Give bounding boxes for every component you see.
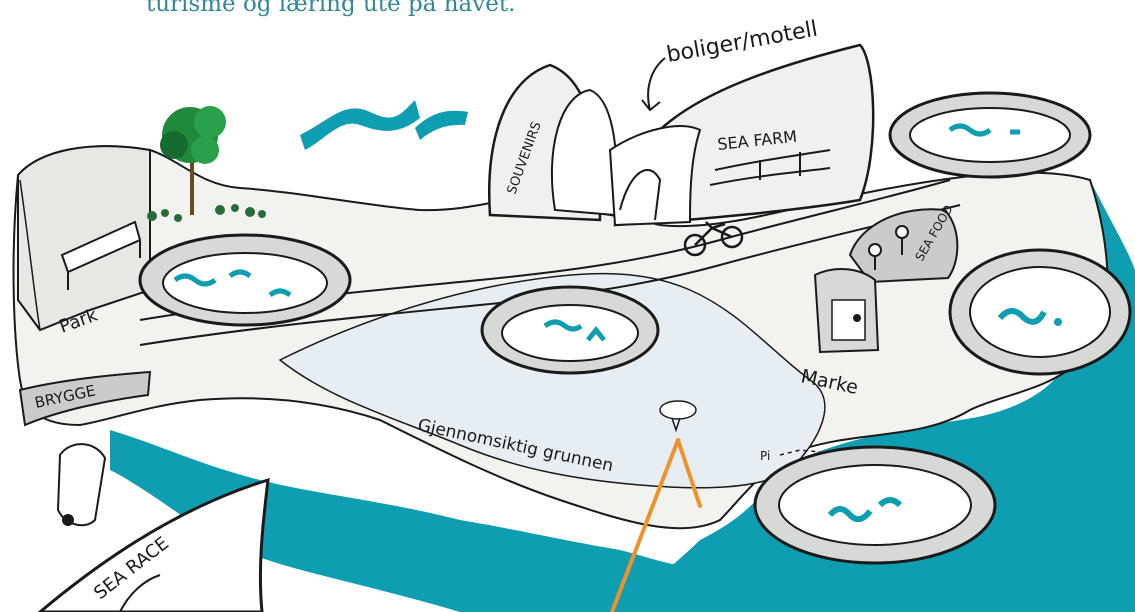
fish-pool (753, 445, 997, 565)
transparent-ground-plaza (278, 272, 826, 489)
seafood-kiosk: SEA FOOD (848, 203, 959, 284)
fish-pool (948, 248, 1132, 376)
sea-farm-building: SEA FARM (608, 43, 875, 227)
park-area: Park (17, 106, 266, 338)
page-caption: turisme og læring ute på havet. (146, 0, 516, 17)
souvenirs-building: SOUVENIRS (488, 63, 618, 222)
fish-pool (138, 233, 352, 327)
wave-marks (300, 100, 612, 595)
bicycle-icon (683, 221, 744, 257)
fish-pool (480, 285, 660, 375)
bench-icon (60, 220, 142, 290)
boat-icon (56, 443, 107, 527)
pointer-arrow (610, 438, 702, 612)
housing-motel-label: boliger/motell (665, 17, 820, 68)
info-marker (659, 400, 697, 433)
pi-label: Pi (760, 449, 770, 463)
arrow-icon (641, 57, 666, 112)
tree-icon (160, 106, 226, 215)
brygge-dock: BRYGGE (18, 370, 152, 527)
fish-pool (888, 91, 1092, 179)
bushes (147, 204, 266, 222)
table-icon (868, 225, 909, 270)
market-stall: Marke (799, 268, 880, 399)
